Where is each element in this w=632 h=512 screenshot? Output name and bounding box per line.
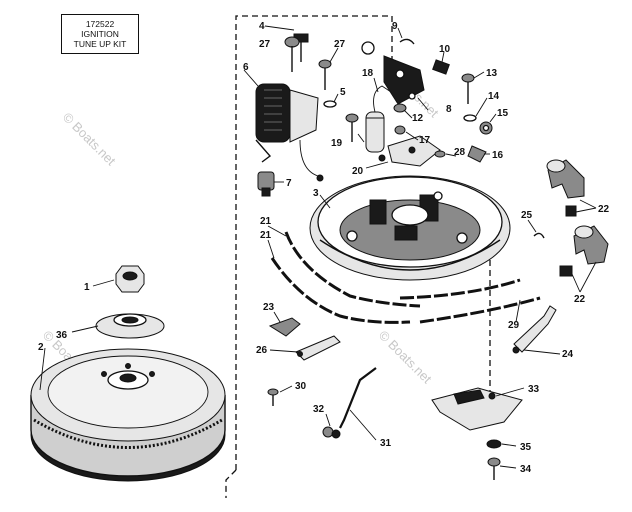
retainer-ring-lower bbox=[270, 257, 411, 324]
clip-32 bbox=[322, 426, 341, 439]
callout-4: 4 bbox=[259, 21, 265, 32]
callout-13: 13 bbox=[486, 68, 498, 79]
callout-3: 3 bbox=[313, 188, 319, 199]
screw-34 bbox=[487, 457, 501, 480]
callout-2: 2 bbox=[38, 342, 44, 353]
callout-10: 10 bbox=[439, 44, 451, 55]
cam-wiper-10 bbox=[432, 59, 450, 75]
screw-19 bbox=[345, 113, 359, 142]
flywheel-nut bbox=[115, 265, 145, 293]
kit-part-number: 172522 bbox=[85, 19, 115, 29]
callout-29: 29 bbox=[508, 320, 520, 331]
callout-31: 31 bbox=[380, 438, 392, 449]
callout-7: 7 bbox=[286, 178, 292, 189]
retainer-ring-upper bbox=[284, 231, 421, 308]
screw-17 bbox=[394, 125, 406, 135]
callout-18: 18 bbox=[362, 68, 374, 79]
callout-8: 8 bbox=[446, 104, 452, 115]
watermark: © Boats.net bbox=[376, 328, 435, 387]
assembly-boundary bbox=[235, 15, 393, 470]
terminal-7 bbox=[257, 171, 275, 197]
callout-19: 19 bbox=[331, 138, 343, 149]
assembly-boundary-lower bbox=[225, 469, 237, 498]
link-26 bbox=[295, 335, 341, 361]
flywheel bbox=[30, 348, 226, 482]
kit-title-line1: IGNITION bbox=[81, 29, 119, 39]
callout-27-right: 27 bbox=[334, 39, 346, 50]
washer-14 bbox=[463, 114, 477, 122]
callout-14: 14 bbox=[488, 91, 500, 102]
callout-21-upper: 21 bbox=[260, 216, 272, 227]
washer-35 bbox=[486, 439, 502, 449]
callout-27-left: 27 bbox=[259, 39, 271, 50]
clip-9 bbox=[399, 38, 415, 45]
retainer-ring-right-lower bbox=[419, 296, 541, 324]
callout-12: 12 bbox=[412, 113, 424, 124]
retainer-ring-right-upper bbox=[399, 278, 521, 300]
callout-22-lower: 22 bbox=[574, 294, 586, 305]
callout-17: 17 bbox=[419, 135, 431, 146]
callouts: 1 2 3 4 5 6 7 8 9 10 12 13 14 15 16 17 1… bbox=[38, 21, 610, 475]
screw-27a bbox=[284, 36, 300, 72]
callout-30: 30 bbox=[295, 381, 307, 392]
callout-33: 33 bbox=[528, 384, 540, 395]
throttle-link-24 bbox=[513, 305, 557, 353]
screw-27b bbox=[318, 59, 332, 90]
tune-up-kit-label: 172522 IGNITION TUNE UP KIT bbox=[61, 14, 139, 54]
watermark: © Boats.net bbox=[60, 110, 119, 169]
callout-26: 26 bbox=[256, 345, 268, 356]
callout-23: 23 bbox=[263, 302, 275, 313]
screw-13 bbox=[461, 73, 475, 104]
callout-20: 20 bbox=[352, 166, 364, 177]
leader-lines bbox=[39, 25, 597, 469]
callout-35: 35 bbox=[520, 442, 532, 453]
flywheel-washer bbox=[95, 313, 165, 339]
callout-15: 15 bbox=[497, 108, 509, 119]
cam-follower-33 bbox=[431, 387, 523, 431]
clip-16 bbox=[467, 145, 487, 163]
bracket-23 bbox=[268, 317, 301, 337]
callout-28: 28 bbox=[454, 147, 466, 158]
callout-25: 25 bbox=[521, 210, 533, 221]
elbow-connector-upper bbox=[546, 159, 585, 217]
callout-22-upper: 22 bbox=[598, 204, 610, 215]
rod-31 bbox=[339, 367, 377, 429]
callout-21-lower: 21 bbox=[260, 230, 272, 241]
screw-30 bbox=[267, 388, 279, 406]
breaker-points bbox=[361, 41, 425, 105]
washer-5 bbox=[323, 100, 337, 108]
stator-plate bbox=[309, 175, 511, 281]
ignition-coil bbox=[255, 83, 324, 182]
clip-25 bbox=[533, 232, 545, 239]
nut-15 bbox=[479, 121, 493, 135]
callout-36: 36 bbox=[56, 330, 68, 341]
callout-5: 5 bbox=[340, 87, 346, 98]
callout-16: 16 bbox=[492, 150, 504, 161]
callout-1: 1 bbox=[84, 282, 90, 293]
elbow-connector-lower bbox=[559, 225, 609, 277]
condenser bbox=[365, 85, 395, 162]
screw-12 bbox=[393, 103, 407, 113]
callout-9: 9 bbox=[392, 21, 398, 32]
screw-28 bbox=[434, 150, 446, 158]
callout-32: 32 bbox=[313, 404, 325, 415]
kit-title-line2: TUNE UP KIT bbox=[73, 39, 127, 49]
callout-34: 34 bbox=[520, 464, 532, 475]
callout-24: 24 bbox=[562, 349, 574, 360]
callout-6: 6 bbox=[243, 62, 249, 73]
